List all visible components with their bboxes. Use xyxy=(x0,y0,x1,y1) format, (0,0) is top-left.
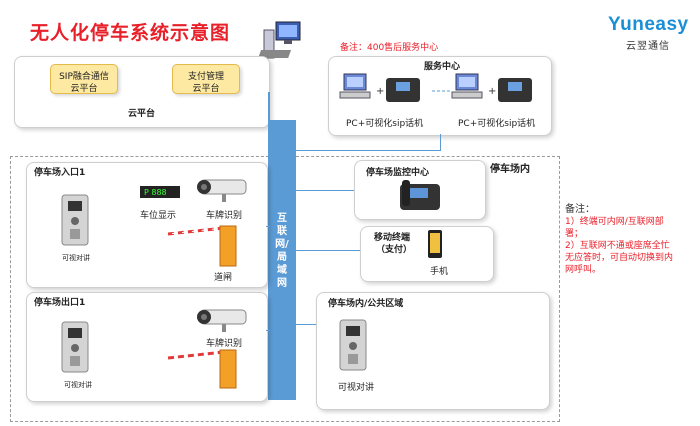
link-mobile xyxy=(296,250,360,251)
page-title: 无人化停车系统示意图 xyxy=(30,22,231,44)
parking-inside-label: 停车场内 xyxy=(490,164,530,175)
svg-text:+: + xyxy=(488,86,496,97)
monitor-title: 停车场监控中心 xyxy=(366,168,430,178)
exit-title: 停车场出口1 xyxy=(34,298,86,308)
brand-logo: Yuneasy 云翌通信 xyxy=(608,14,688,52)
intercom-public-icon xyxy=(339,319,367,371)
sip-platform-label-2: 云平台 xyxy=(70,84,98,94)
mobile-panel xyxy=(360,226,494,282)
notes-heading: 备注： xyxy=(565,204,595,215)
sip-platform-box: SIP融合通信 云平台 xyxy=(50,64,118,94)
payment-platform-label-1: 支付管理 xyxy=(187,72,224,82)
service-right-caption: PC+可视化sip话机 xyxy=(458,119,536,129)
parking-display-icon: P 888 xyxy=(140,186,180,198)
desk-phone-icon xyxy=(400,180,440,210)
payment-platform-box: 支付管理 云平台 xyxy=(172,64,240,94)
payment-platform-label-2: 云平台 xyxy=(192,84,220,94)
link-entrance xyxy=(266,226,270,227)
entrance-plate-label: 车牌识别 xyxy=(206,211,243,221)
mobile-title-2: （支付） xyxy=(376,245,413,255)
svg-text:+: + xyxy=(376,86,384,97)
link-monitor xyxy=(296,190,354,191)
mobile-phone-label: 手机 xyxy=(430,267,449,277)
intercom-exit-icon xyxy=(61,321,89,373)
cloud-platform-title: 云平台 xyxy=(128,109,156,119)
pc-phone-left-icon: + xyxy=(339,73,420,102)
link-public xyxy=(296,324,316,325)
entrance-display-label: 车位显示 xyxy=(140,211,177,221)
service-center-title: 服务中心 xyxy=(424,62,461,72)
backbone-label: 互联网/局域网 xyxy=(275,213,289,289)
pc-phone-right-icon: + xyxy=(451,73,532,102)
link-exit xyxy=(266,330,270,331)
sip-platform-label-1: SIP融合通信 xyxy=(59,72,109,82)
service-divider xyxy=(432,90,452,92)
public-intercom-label: 可视对讲 xyxy=(338,383,375,393)
plate-camera-entrance-icon xyxy=(197,179,247,202)
notes-block: 备注： 1）终端可内网/互联网部署； 2）互联网不通或座席全忙无应答时，可自动切… xyxy=(565,204,675,276)
svg-text:P 888: P 888 xyxy=(144,188,167,197)
intercom-entrance-icon xyxy=(61,194,89,246)
link-service xyxy=(294,150,440,151)
public-area-title: 停车场内/公共区域 xyxy=(328,299,404,309)
entrance-gate-label: 道闸 xyxy=(214,273,233,283)
gate-entrance-icon xyxy=(167,225,237,267)
mobile-title-1: 移动终端 xyxy=(374,233,411,243)
logo-brand: Yuneasy xyxy=(608,14,689,35)
computer-icon xyxy=(258,21,301,59)
gate-exit-icon xyxy=(167,349,237,389)
service-left-caption: PC+可视化sip话机 xyxy=(346,119,424,129)
link-service-v xyxy=(440,134,441,151)
entrance-intercom-label: 可视对讲 xyxy=(62,254,90,262)
service-remark: 备注：400售后服务中心 xyxy=(340,43,439,53)
exit-intercom-label: 可视对讲 xyxy=(64,381,92,389)
notes-item-1: 1）终端可内网/互联网部署； xyxy=(565,217,664,239)
exit-plate-label: 车牌识别 xyxy=(206,339,243,349)
link-cloud xyxy=(268,92,270,122)
network-backbone xyxy=(268,120,296,400)
plate-camera-exit-icon xyxy=(197,309,247,332)
mobile-phone-icon xyxy=(428,230,442,258)
entrance-title: 停车场入口1 xyxy=(34,168,86,178)
logo-subtitle: 云翌通信 xyxy=(626,41,670,52)
notes-item-2: 2）互联网不通或座席全忙无应答时，可自动切换到内网呼叫。 xyxy=(565,241,674,275)
